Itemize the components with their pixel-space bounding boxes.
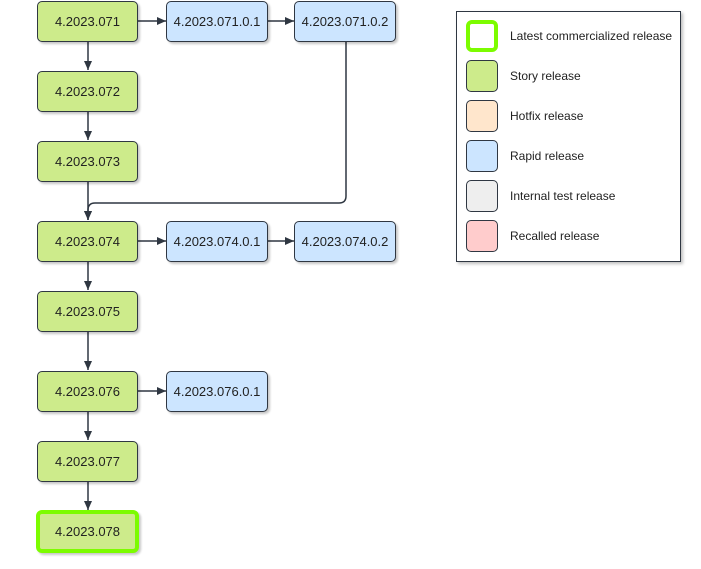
release-node-4-2023-071[interactable]: 4.2023.071 [37, 1, 138, 42]
release-node-4-2023-076-0-1[interactable]: 4.2023.076.0.1 [166, 371, 268, 412]
legend-label: Hotfix release [510, 109, 584, 123]
release-node-4-2023-074-0-1[interactable]: 4.2023.074.0.1 [166, 221, 268, 262]
release-label: 4.2023.078 [54, 524, 121, 539]
legend-item-story: Story release [466, 60, 681, 92]
release-node-4-2023-071-0-1[interactable]: 4.2023.071.0.1 [166, 1, 268, 42]
release-label: 4.2023.071.0.1 [173, 14, 261, 29]
release-label: 4.2023.074.0.1 [173, 234, 261, 249]
release-label: 4.2023.077 [54, 454, 121, 469]
release-node-4-2023-076[interactable]: 4.2023.076 [37, 371, 138, 412]
release-node-4-2023-077[interactable]: 4.2023.077 [37, 441, 138, 482]
legend-swatch-rapid [466, 140, 498, 172]
release-label: 4.2023.074.0.2 [301, 234, 389, 249]
release-label: 4.2023.076 [54, 384, 121, 399]
release-node-4-2023-074[interactable]: 4.2023.074 [37, 221, 138, 262]
legend-swatch-story [466, 60, 498, 92]
legend-label: Recalled release [510, 229, 600, 243]
release-label: 4.2023.074 [54, 234, 121, 249]
release-node-4-2023-072[interactable]: 4.2023.072 [37, 71, 138, 112]
release-node-4-2023-071-0-2[interactable]: 4.2023.071.0.2 [294, 1, 396, 42]
legend-item-internal-test: Internal test release [466, 180, 681, 212]
release-label: 4.2023.071.0.2 [301, 14, 389, 29]
release-node-4-2023-074-0-2[interactable]: 4.2023.074.0.2 [294, 221, 396, 262]
legend-item-rapid: Rapid release [466, 140, 681, 172]
release-label: 4.2023.075 [54, 304, 121, 319]
edge-071-0-2-074 [84, 42, 347, 220]
release-node-4-2023-073[interactable]: 4.2023.073 [37, 141, 138, 182]
legend-swatch-recalled [466, 220, 498, 252]
release-label: 4.2023.076.0.1 [173, 384, 261, 399]
release-label: 4.2023.072 [54, 84, 121, 99]
legend: Latest commercialized release Story rele… [456, 11, 681, 262]
legend-item-latest: Latest commercialized release [466, 20, 681, 52]
release-node-4-2023-078[interactable]: 4.2023.078 [36, 510, 139, 553]
legend-label: Latest commercialized release [510, 29, 673, 43]
release-node-4-2023-075[interactable]: 4.2023.075 [37, 291, 138, 332]
legend-label: Internal test release [510, 189, 616, 203]
legend-swatch-hotfix [466, 100, 498, 132]
legend-item-recalled: Recalled release [466, 220, 681, 252]
legend-label: Rapid release [510, 149, 585, 163]
release-label: 4.2023.071 [54, 14, 121, 29]
legend-item-hotfix: Hotfix release [466, 100, 681, 132]
legend-swatch-latest [466, 20, 498, 52]
release-label: 4.2023.073 [54, 154, 121, 169]
legend-swatch-internal-test [466, 180, 498, 212]
legend-label: Story release [510, 69, 581, 83]
